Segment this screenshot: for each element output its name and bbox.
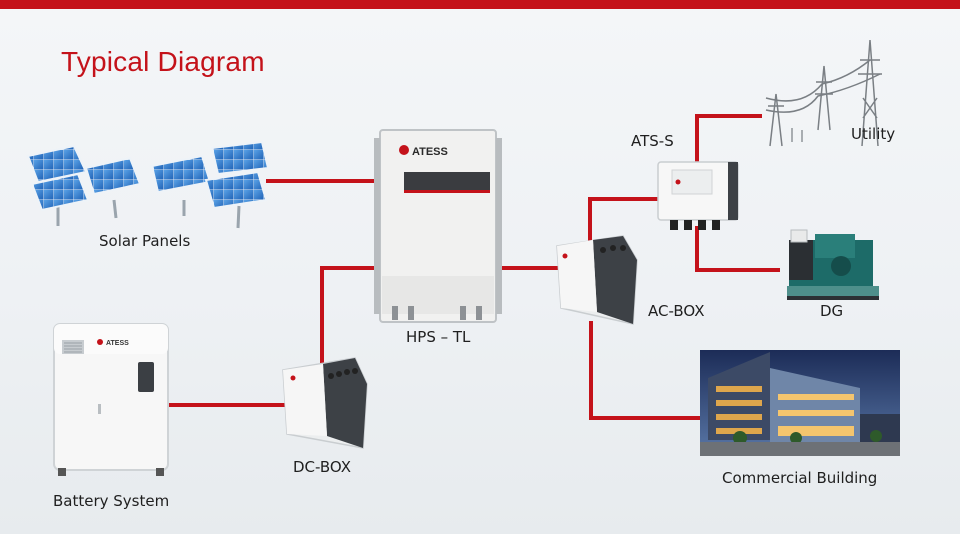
wire-ats-utility	[697, 116, 760, 164]
dc-box-icon	[279, 356, 369, 456]
commercial-building-label: Commercial Building	[722, 469, 877, 487]
svg-text:ATESS: ATESS	[106, 340, 129, 347]
wire-ats-dg	[697, 228, 778, 270]
ats-switch-icon	[652, 158, 742, 234]
dc-box-label: DC-BOX	[293, 458, 351, 476]
commercial-building-icon	[700, 350, 900, 456]
inverter-label: HPS – TL	[406, 328, 470, 346]
diesel-generator-icon	[785, 226, 883, 302]
ats-s-label: ATS-S	[631, 132, 674, 150]
dg-label: DG	[820, 302, 843, 320]
solar-panels-label: Solar Panels	[99, 232, 190, 250]
utility-label: Utility	[851, 125, 895, 143]
battery-cabinet-icon: ATESS	[50, 322, 172, 478]
ac-box-icon	[553, 234, 639, 330]
inverter-icon: ATESS	[372, 128, 504, 328]
wire-acbox-building	[591, 323, 704, 418]
ac-box-label: AC-BOX	[648, 302, 705, 320]
solar-panel-icon	[24, 140, 274, 232]
battery-system-label: Battery System	[53, 492, 169, 510]
svg-text:ATESS: ATESS	[412, 146, 448, 158]
wire-dcbox-inverter	[322, 268, 378, 370]
